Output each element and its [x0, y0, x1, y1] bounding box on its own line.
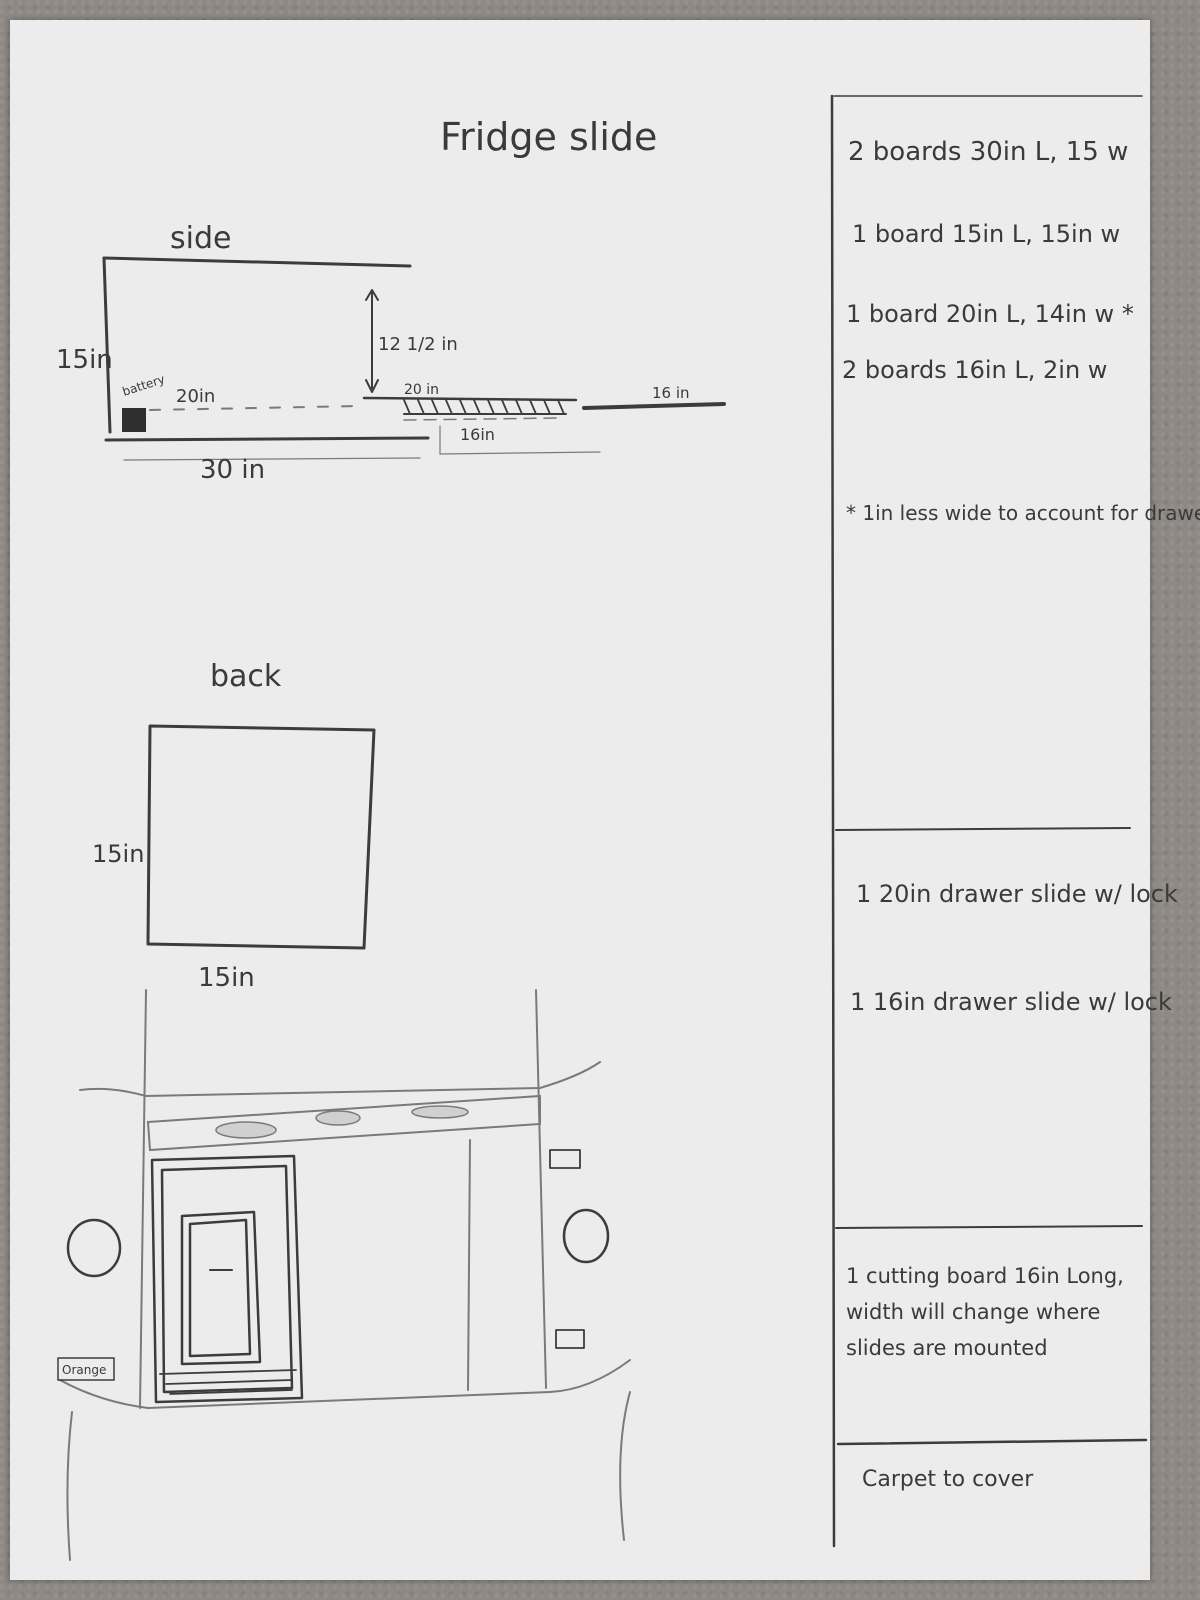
board-line-1: 2 boards 30in L, 15 w [848, 137, 1128, 167]
battery-label: battery [121, 372, 167, 399]
slide-20-label: 20in [176, 386, 215, 407]
cutting-board-box: 1 cutting board 16in Long, width will ch… [846, 1264, 1124, 1360]
materials-divider-3 [836, 1438, 1148, 1446]
carpet-note: Carpet to cover [862, 1467, 1034, 1492]
side-left-edge [102, 256, 112, 434]
back-view-label: back [210, 659, 282, 694]
gap-arrow [365, 289, 379, 393]
extended-slide [582, 402, 726, 410]
lower-marker-icon [555, 1329, 585, 1349]
length-dimension-line [123, 457, 421, 461]
slide-20-dashed [149, 405, 361, 411]
back-panel [146, 724, 376, 950]
upper-marker-icon [549, 1149, 581, 1169]
fridge-sketch [150, 1154, 304, 1404]
hatch-lights [215, 1105, 469, 1139]
battery-icon [122, 408, 146, 432]
side-bottom-edge [104, 436, 430, 442]
board-line-3: 1 board 20in L, 14in w * [846, 300, 1134, 328]
slide-16-right-label: 16 in [652, 384, 690, 402]
side-length-label: 30 in [200, 455, 265, 485]
vehicle-sketch [59, 989, 631, 1561]
side-height-label: 15in [56, 345, 113, 375]
side-view-label: side [170, 221, 231, 256]
slide-16-dashed [403, 417, 561, 421]
back-height-label: 15in [92, 840, 144, 868]
slide-20-upper-label: 20 in [404, 382, 439, 398]
slide-16-bracket [439, 425, 601, 455]
back-width-label: 15in [198, 963, 255, 993]
vehicle-badge-label: Orange [62, 1363, 106, 1377]
slide-line-1: 1 20in drawer slide w/ lock [856, 880, 1178, 908]
side-top-edge [102, 256, 412, 268]
hatched-board [403, 399, 567, 415]
right-taillight-icon [562, 1208, 610, 1264]
slide-16-label: 16in [460, 425, 495, 444]
page-title: Fridge slide [440, 115, 657, 159]
materials-divider-2 [835, 1225, 1143, 1229]
gap-label: 12 1/2 in [378, 334, 458, 355]
board-line-2: 1 board 15in L, 15in w [852, 220, 1120, 248]
vehicle-badge [57, 1357, 115, 1381]
paper-sheet [10, 20, 1150, 1580]
footnote-text: * 1in less wide to account for drawer sl… [846, 501, 1200, 525]
cutting-board-note: 1 cutting board 16in Long, width will ch… [846, 1264, 1124, 1360]
footnote: * 1in less wide to account for drawer sl… [846, 501, 1200, 525]
left-taillight-icon [66, 1218, 122, 1278]
board-line-4: 2 boards 16in L, 2in w [842, 356, 1107, 384]
column-divider [830, 94, 836, 1548]
slide-board-top [362, 396, 578, 402]
slide-line-2: 1 16in drawer slide w/ lock [850, 988, 1172, 1016]
materials-divider-1 [835, 827, 1131, 831]
